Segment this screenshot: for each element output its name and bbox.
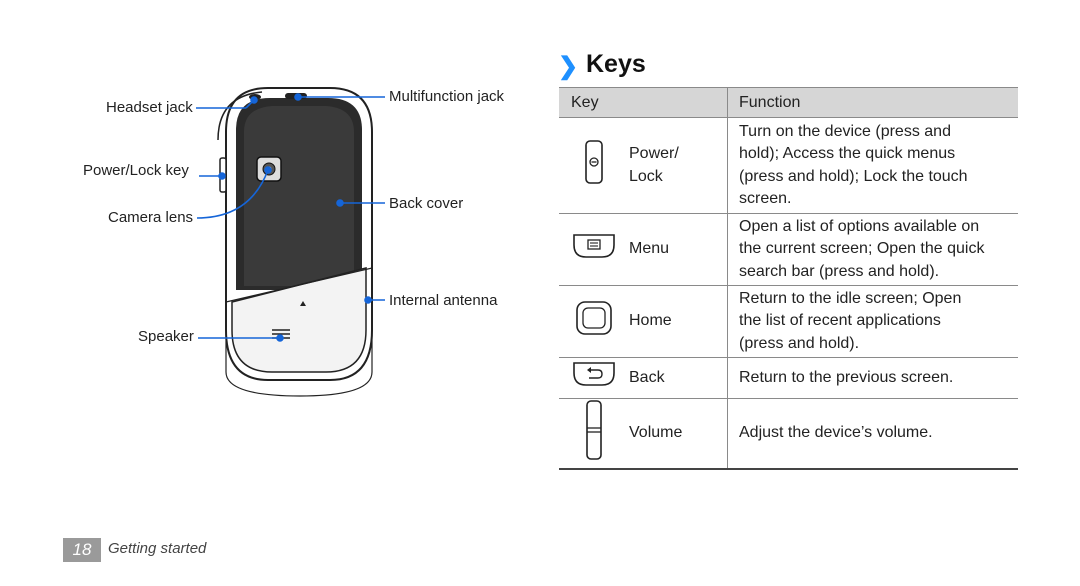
key-name: Power/	[629, 145, 679, 162]
key-function: Adjust the device’s volume.	[739, 424, 933, 441]
key-function: Turn on the device (press and	[739, 122, 951, 140]
table-row: Power/ Lock Turn on the device (press an…	[559, 117, 1018, 214]
camera-lens-label: Camera lens	[108, 209, 194, 226]
power-lock-key-label: Power/Lock key	[83, 162, 189, 179]
volume-key-icon	[585, 399, 603, 468]
header-function: Function	[727, 87, 1018, 118]
key-function: Open a list of options available on	[739, 217, 980, 235]
key-name: Back	[629, 368, 665, 386]
speaker-label: Speaker	[138, 328, 194, 345]
table-header-row: Key Function	[559, 87, 1018, 118]
phone-back-figure: Headset jack Multifunction jack Power/Lo…	[0, 0, 540, 450]
headset-jack-label: Headset jack	[106, 99, 193, 116]
key-name: Home	[629, 312, 672, 330]
key-function: (press and hold); Lock the touch	[739, 167, 968, 185]
table-row: Back Return to the previous screen.	[559, 357, 1018, 399]
key-name: Lock	[629, 167, 663, 185]
section-title: Keys	[586, 50, 646, 78]
page-number: 18	[63, 538, 101, 562]
table-row: Menu Open a list of options available on…	[559, 213, 1018, 286]
keys-table: Key Function Power/ Lock Turn on th	[559, 87, 1018, 470]
key-function: the list of recent applications	[739, 312, 941, 330]
phone-back-illustration	[196, 87, 385, 397]
back-key-icon	[572, 361, 616, 395]
key-function: (press and hold).	[739, 334, 860, 352]
table-row: Volume Adjust the device’s volume.	[559, 398, 1018, 470]
chevron-right-icon: ❯	[558, 53, 579, 80]
key-function: screen.	[739, 190, 792, 207]
key-function: hold); Access the quick menus	[739, 145, 956, 162]
table-row: Home Return to the idle screen; Open the…	[559, 285, 1018, 358]
internal-antenna-label: Internal antenna	[389, 292, 498, 309]
header-key: Key	[559, 87, 728, 118]
power-lock-key-icon	[584, 139, 604, 192]
multifunction-jack-label: Multifunction jack	[389, 88, 505, 105]
key-name: Menu	[629, 240, 670, 258]
menu-key-icon	[572, 233, 616, 267]
back-cover-label: Back cover	[389, 195, 464, 212]
chapter-name: Getting started	[108, 540, 207, 557]
key-function: Return to the idle screen; Open	[739, 289, 962, 307]
key-function: Return to the previous screen.	[739, 368, 954, 386]
home-key-icon	[575, 300, 613, 344]
key-function: search bar (press and hold).	[739, 262, 940, 280]
key-name: Volume	[629, 424, 683, 441]
key-function: the current screen; Open the quick	[739, 240, 985, 258]
